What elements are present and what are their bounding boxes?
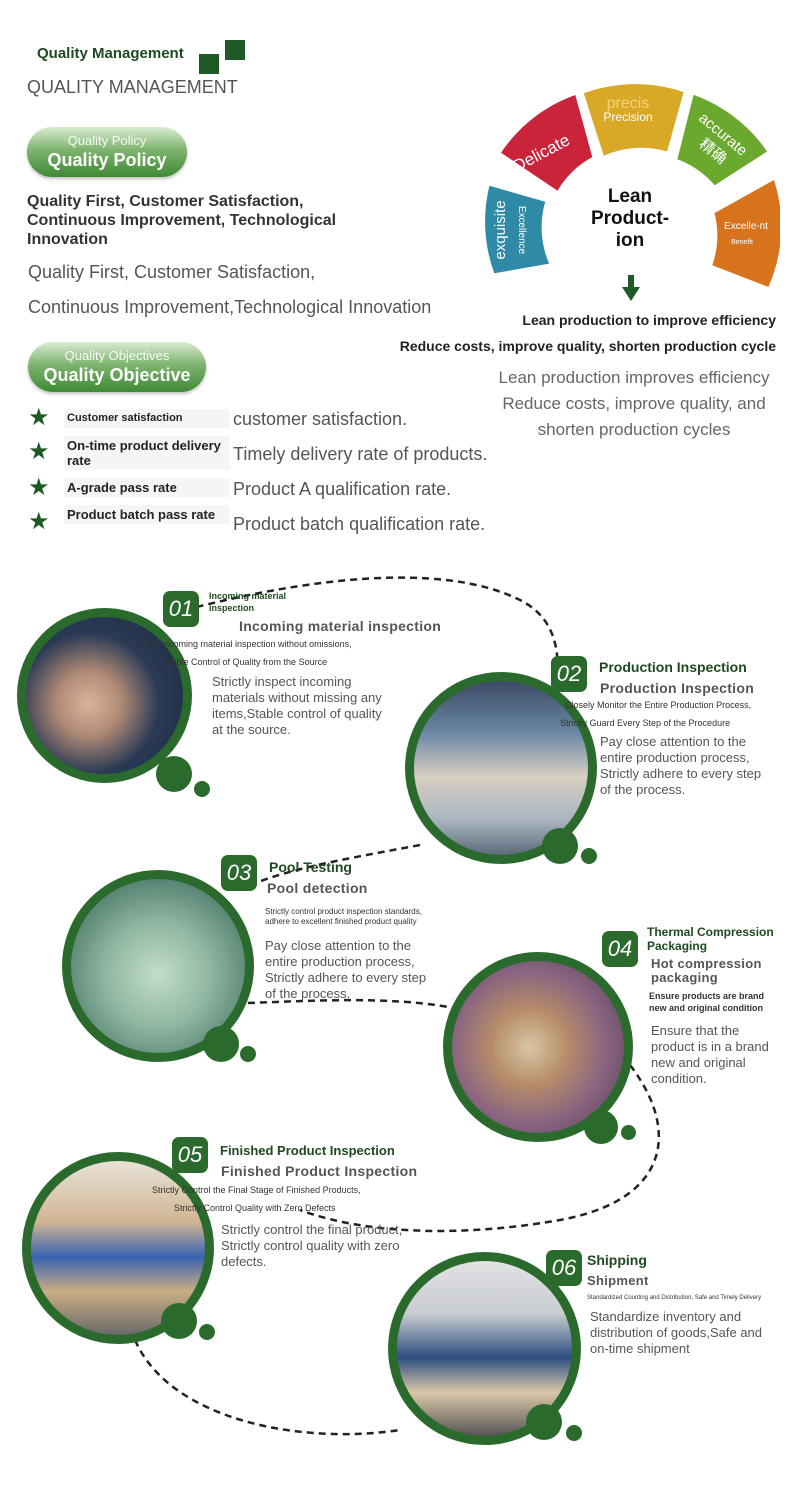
step-body: Pay close attention to the entire produc… [265, 938, 427, 1001]
objective-label: A-grade pass rate [64, 478, 230, 497]
step-title: Thermal Compression Packaging [647, 925, 774, 953]
lean-center-label: Lean Product-ion [590, 186, 670, 251]
excellence-label: Excellence [516, 206, 527, 255]
lean-bold-2: Reduce costs, improve quality, shorten p… [399, 338, 776, 354]
step-subtitle: Hot compression packaging [651, 956, 762, 985]
step-body: Strictly control the final product, Stri… [221, 1222, 403, 1269]
decor-dot [542, 828, 578, 864]
decor-dot [156, 756, 192, 792]
precision-label: Precision [603, 110, 652, 124]
decor-dot [566, 1425, 582, 1441]
step-subtitle: Production Inspection [600, 680, 755, 696]
step-tiny-2: Strictly Guard Every Step of the Procedu… [560, 718, 731, 728]
step-01-photo [17, 608, 192, 783]
star-icon: ★ [28, 508, 50, 535]
step-title: Production Inspection [599, 659, 747, 675]
step-body: Pay close attention to the entire produc… [600, 734, 762, 797]
decor-dot [203, 1026, 239, 1062]
segment-delicate [501, 95, 593, 191]
section-title: Quality Management [37, 45, 184, 62]
step-tiny-2: Strictly Control Quality with Zero Defec… [174, 1203, 336, 1213]
exquisite-label: exquisite [492, 200, 509, 259]
policy-bold-text: Quality First, Customer Satisfaction, Co… [27, 193, 337, 248]
step-subtitle: Finished Product Inspection [221, 1163, 418, 1179]
lean-light-3: shorten production cycles [537, 420, 731, 439]
pill-subtitle: Quality Objectives [64, 348, 170, 363]
decor-square-1 [199, 54, 219, 74]
pill-subtitle: Quality Policy [67, 133, 147, 148]
decor-dot [621, 1125, 636, 1140]
step-title: Incoming material inspection [209, 591, 287, 613]
step-tiny-1: Strictly Control the Final Stage of Fini… [152, 1185, 361, 1195]
segment-exquisite [485, 185, 550, 274]
decor-dot [584, 1110, 618, 1144]
quality-policy-pill: Quality Policy Quality Policy [27, 127, 187, 177]
pill-title: Quality Objective [43, 365, 191, 385]
decor-dot [199, 1324, 215, 1340]
step-subtitle: Shipment [587, 1273, 649, 1288]
objective-label: Product batch pass rate [64, 505, 230, 524]
decor-square-2 [225, 40, 245, 60]
segment-precision [583, 84, 684, 156]
decor-dot [194, 781, 210, 797]
step-tiny-1: Strictly control product inspection stan… [265, 907, 422, 916]
step-tiny-1: Strict incoming material inspection with… [139, 639, 352, 649]
step-title: Shipping [587, 1252, 647, 1268]
star-icon: ★ [28, 438, 50, 465]
step-tiny-2: adhere to excellent finished product qua… [265, 917, 417, 926]
step-number: 02 [551, 656, 587, 692]
precision-big-label: precis [607, 95, 650, 112]
policy-line-1: Quality First, Customer Satisfaction, [28, 262, 316, 282]
step-number: 05 [172, 1137, 208, 1173]
step-title: Pool Testing [269, 859, 352, 875]
objective-text: Timely delivery rate of products. [233, 444, 488, 464]
objective-text: Product batch qualification rate. [233, 514, 486, 534]
lean-light-1: Lean production improves efficiency [498, 368, 770, 387]
step-number: 06 [546, 1250, 582, 1286]
decor-dot [161, 1303, 197, 1339]
policy-line-2: Continuous Improvement,Technological Inn… [28, 297, 432, 317]
excellent-label: Excelle-nt [724, 221, 768, 232]
step-tiny-1: Standardized Counting and Distribution, … [587, 1295, 762, 1301]
step-subtitle: Incoming material inspection [239, 618, 442, 634]
step-number: 04 [602, 931, 638, 967]
step-tiny-2: Stable Control of Quality from the Sourc… [163, 657, 328, 667]
star-icon: ★ [28, 404, 50, 431]
objective-text: customer satisfaction. [233, 409, 408, 429]
star-icon: ★ [28, 474, 50, 501]
decor-dot [526, 1404, 562, 1440]
step-number: 03 [221, 855, 257, 891]
benefit-label: Benefit [731, 239, 753, 246]
lean-bold-1: Lean production to improve efficiency [522, 312, 776, 328]
segment-accurate [677, 94, 767, 186]
step-body: Standardize inventory and distribution o… [590, 1309, 763, 1356]
step-tiny-1: Closely Monitor the Entire Production Pr… [565, 700, 752, 710]
segment-excellent [712, 180, 780, 287]
decor-dot [581, 848, 597, 864]
step-subtitle: Pool detection [267, 880, 368, 896]
lean-light-2: Reduce costs, improve quality, and [502, 394, 766, 413]
step-number: 01 [163, 591, 199, 627]
objective-text: Product A qualification rate. [233, 479, 452, 499]
step-body: Strictly inspect incoming materials with… [212, 674, 382, 737]
step-tiny-1: Ensure products are brand [649, 991, 765, 1001]
lean-production-diagram: exquisite Excellence Delicate precis Pre… [485, 84, 780, 287]
pill-title: Quality Policy [47, 150, 167, 170]
section-title-caps: QUALITY MANAGEMENT [27, 77, 238, 97]
objective-label: On-time product delivery rate [64, 436, 230, 470]
step-tiny-2: new and original condition [649, 1003, 763, 1013]
step-title: Finished Product Inspection [220, 1143, 395, 1158]
decor-dot [240, 1046, 256, 1062]
arrow-down-icon [622, 275, 640, 301]
quality-objective-pill: Quality Objectives Quality Objective [28, 342, 206, 392]
objective-label: Customer satisfaction [64, 409, 230, 428]
step-body: Ensure that the product is in a brand ne… [651, 1023, 769, 1086]
